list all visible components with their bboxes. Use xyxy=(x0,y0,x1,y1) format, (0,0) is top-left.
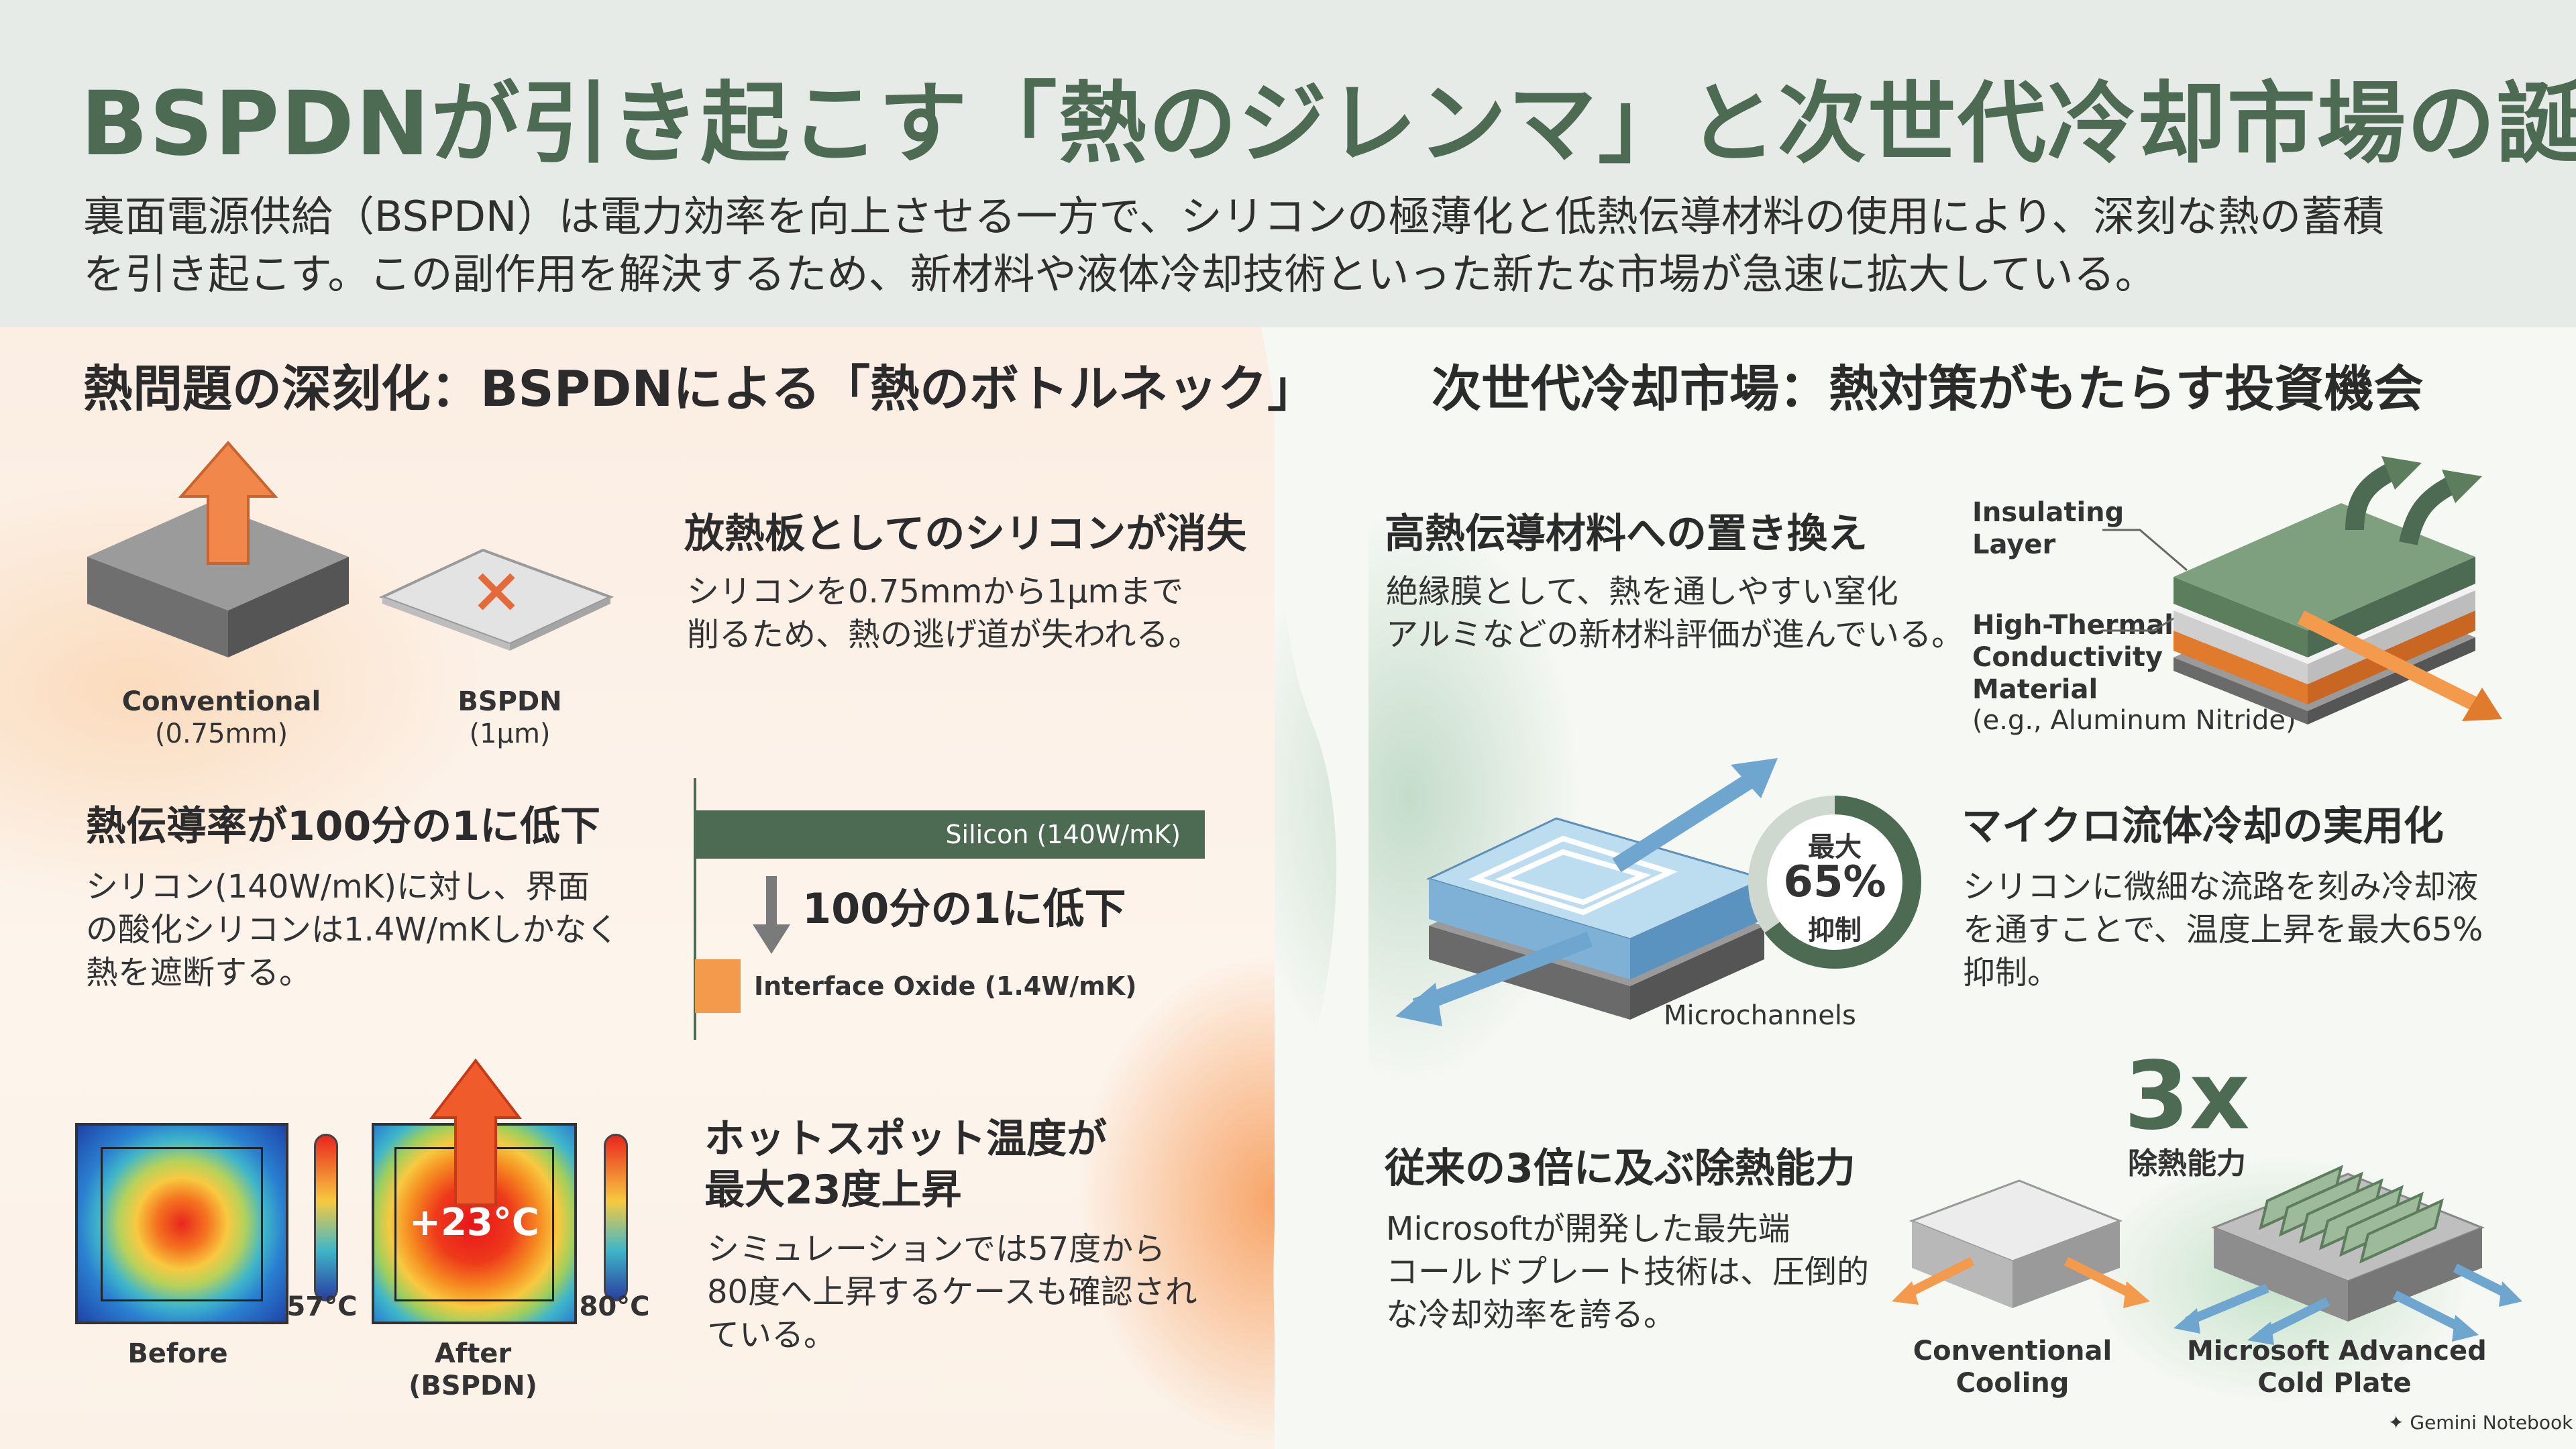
insulating-label-1: Insulating xyxy=(1972,497,2125,528)
coldplate-text-1: Microsoftが開発した最先端 xyxy=(1386,1210,1790,1248)
hotspot-title-2: 最大23度上昇 xyxy=(704,1167,962,1214)
microchannels-label: Microchannels xyxy=(1664,1000,1856,1031)
microfluidic-text-2: を通すことで、温度上昇を最大65% xyxy=(1963,911,2483,949)
conductivity-text-3: 熱を遮断する。 xyxy=(86,954,312,991)
conductivity-text-1: シリコン(140W/mK)に対し、界面 xyxy=(86,868,590,906)
bar-silicon xyxy=(695,810,1205,859)
cold-plate-label-2: Cold Plate xyxy=(2257,1368,2412,1399)
page-title: BSPDNが引き起こす「熱のジレンマ」と次世代冷却市場の誕生 xyxy=(80,72,2576,176)
heatmap-before xyxy=(75,1123,288,1324)
coldplate-title: 従来の3倍に及ぶ除熱能力 xyxy=(1385,1145,1856,1192)
colorbar-before xyxy=(314,1134,338,1301)
conventional-cooling-figure xyxy=(1892,1179,2150,1308)
microfluidic-title: マイクロ流体冷却の実用化 xyxy=(1962,803,2444,850)
htc-label-1: High-Thermal xyxy=(1972,610,2174,641)
material-text-2: アルミなどの新材料評価が進んでいる。 xyxy=(1386,616,1964,653)
conventional-cooling-label-2: Cooling xyxy=(1955,1368,2070,1399)
hotspot-title-1: ホットスポット温度が xyxy=(704,1116,1107,1163)
htc-label-2: Conductivity xyxy=(1972,642,2163,673)
coldplate-text-3: な冷却効率を誇る。 xyxy=(1386,1296,1676,1334)
bar-silicon-label: Silicon (140W/mK) xyxy=(945,820,1181,849)
intro-line-1: 裏面電源供給（BSPDN）は電力効率を向上させる一方で、シリコンの極薄化と低熱伝… xyxy=(83,192,2385,241)
gauge-value: 65% xyxy=(1783,857,1886,907)
microfluidic-text-1: シリコンに微細な流路を刻み冷却液 xyxy=(1963,868,2479,906)
microfluidic-text-3: 抑制。 xyxy=(1963,954,2060,991)
coldplate-text-2: コールドプレート技術は、圧倒的 xyxy=(1386,1253,1870,1291)
htc-label-3: Material xyxy=(1972,674,2098,705)
down-arrow-icon xyxy=(753,876,790,954)
hotspot-text-3: ている。 xyxy=(707,1316,837,1354)
delta-temp: +23°C xyxy=(409,1201,539,1244)
intro-line-2: を引き起こす。この副作用を解決するため、新材料や液体冷却技術といった新たな市場が… xyxy=(83,250,2157,299)
before-temp: 57°C xyxy=(286,1291,358,1322)
bspdn-thickness: (1µm) xyxy=(469,718,551,749)
reduction-gauge xyxy=(1748,796,1921,969)
colorbar-after xyxy=(604,1134,628,1301)
multiplier-value: 3x xyxy=(2124,1042,2250,1151)
material-title: 高熱伝導材料への置き換え xyxy=(1385,511,1868,557)
after-label: After xyxy=(434,1338,512,1369)
conventional-thickness: (0.75mm) xyxy=(154,718,288,749)
before-label: Before xyxy=(127,1338,228,1369)
panel-divider-curve xyxy=(1261,327,1368,1449)
multiplier-label: 除熱能力 xyxy=(2128,1146,2246,1181)
silicon-loss-title: 放熱板としてのシリコンが消失 xyxy=(684,511,1247,557)
left-section-heading: 熱問題の深刻化：BSPDNによる「熱のボトルネック」 xyxy=(83,360,1318,418)
right-section-heading: 次世代冷却市場：熱対策がもたらす投資機会 xyxy=(1432,360,2424,418)
hotspot-text-2: 80度へ上昇するケースも確認され xyxy=(707,1273,1197,1311)
cold-plate-label-1: Microsoft Advanced xyxy=(2187,1336,2487,1366)
conventional-label: Conventional xyxy=(121,686,321,717)
silicon-loss-text-1: シリコンを0.75mmから1µmまで xyxy=(687,573,1184,610)
bar-oxide-label: Interface Oxide (1.4W/mK) xyxy=(754,971,1137,1001)
conductivity-text-2: の酸化シリコンは1.4W/mKしかなく xyxy=(86,911,619,949)
conductivity-drop-note: 100分の1に低下 xyxy=(802,884,1126,933)
watermark-text: Gemini Notebook xyxy=(2410,1411,2573,1434)
heat-up-arrow-icon xyxy=(429,1058,523,1206)
silicon-loss-text-2: 削るため、熱の逃げ道が失われる。 xyxy=(687,616,1201,653)
layer-stack-figure xyxy=(2102,456,2502,724)
conventional-cooling-label-1: Conventional xyxy=(1913,1336,2112,1366)
sparkle-icon: ✦ xyxy=(2388,1411,2410,1434)
bar-oxide xyxy=(695,959,741,1013)
silicon-thickness-figure xyxy=(87,440,614,657)
material-text-1: 絶縁膜として、熱を通しやすい窒化 xyxy=(1386,573,1898,610)
gauge-top-label: 最大 xyxy=(1808,832,1862,863)
bspdn-label: BSPDN xyxy=(458,686,562,717)
insulating-label-2: Layer xyxy=(1972,529,2056,560)
bar-chart-axis xyxy=(694,778,696,1040)
watermark: ✦ Gemini Notebook xyxy=(2388,1411,2573,1434)
header-band xyxy=(0,0,2576,327)
htc-example-label: (e.g., Aluminum Nitride) xyxy=(1972,705,2296,736)
gauge-bottom-label: 抑制 xyxy=(1808,915,1862,946)
microchannel-figure xyxy=(1395,758,1778,1026)
conductivity-title: 熱伝導率が100分の1に低下 xyxy=(86,803,600,850)
cold-plate-figure xyxy=(2174,1165,2522,1345)
hotspot-text-1: シミュレーションでは57度から xyxy=(707,1230,1166,1268)
after-temp: 80°C xyxy=(579,1291,650,1322)
after-sublabel: (BSPDN) xyxy=(409,1371,537,1401)
